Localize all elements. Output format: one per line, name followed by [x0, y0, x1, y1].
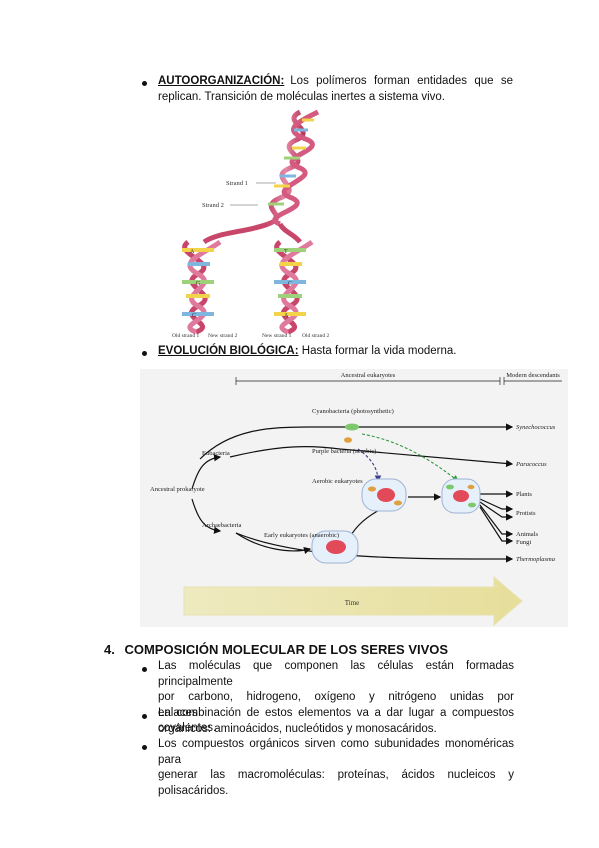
- base-letter: C: [192, 313, 196, 319]
- aerobic-eukaryote-cell: [361, 478, 407, 512]
- autoorganizacion-text-1: Los polímeros forman entidades que se: [290, 75, 513, 87]
- bullet-line: generar las macromoléculas: proteínas, á…: [158, 769, 514, 797]
- fungi-label: Fungi: [516, 539, 531, 546]
- cyanobacteria-cell: [345, 423, 359, 431]
- aerobic-eukaryotes-label: Aerobic eukaryotes: [312, 478, 363, 485]
- early-eukaryote-cell: [311, 530, 359, 564]
- new-strand2-label: New strand 2: [208, 333, 238, 339]
- cyanobacteria-label: Cyanobacteria (photosynthetic): [312, 408, 394, 415]
- bullet-dot: [142, 81, 147, 86]
- animals-label: Animals: [516, 531, 538, 538]
- base-letter: G: [196, 281, 201, 287]
- eubacteria-label: Eubacteria: [202, 450, 230, 457]
- archaebacteria-label: Archaebacteria: [202, 522, 241, 529]
- synechococcus-label: Synechococcus: [516, 424, 556, 431]
- base-letter: A: [284, 313, 289, 319]
- right-daughter-helix: T C A: [274, 239, 314, 335]
- plant-cell: [441, 478, 481, 514]
- autoorganizacion-text-2: replican. Transición de moléculas inerte…: [158, 90, 445, 103]
- bullet-line: orgánicos: aminoácidos, nucleótidos y mo…: [158, 722, 437, 735]
- section4-bullet-1: Las moléculas que componen las células e…: [158, 659, 514, 737]
- base-letter: T: [284, 249, 288, 255]
- bullet-dot: [142, 745, 147, 750]
- section4-bullet-3: Los compuestos orgánicos sirven como sub…: [158, 737, 514, 799]
- protists-label: Protists: [516, 510, 536, 517]
- bullet-line: Las moléculas que componen las células e…: [158, 660, 514, 688]
- bullet-line: por carbono, hidrogeno, oxígeno y nitróg…: [158, 691, 514, 719]
- parent-helix: [267, 109, 320, 227]
- ancestral-prokaryote-label: Ancestral prokaryote: [150, 486, 205, 493]
- modern-descendants-header: Modern descendants: [506, 372, 560, 379]
- ancestral-eukaryotes-header: Ancestral eukaryotes: [341, 372, 396, 379]
- bullet-dot: [142, 351, 147, 356]
- new-strand1-label: New strand 1: [262, 333, 292, 339]
- time-label: Time: [345, 599, 360, 607]
- section-number: 4.: [104, 642, 115, 657]
- early-eukaryotes-label: Early eukaryotes (anaerobic): [264, 532, 339, 539]
- bullet-line: covalentes.: [158, 722, 217, 734]
- base-letter: C: [288, 281, 292, 287]
- paracoccus-label: Paracoccus: [515, 461, 547, 468]
- evolution-figure: Ancestral eukaryotes Modern descendants: [140, 369, 568, 627]
- purple-bacteria-label: Purple bacteria (aerobic): [312, 448, 376, 455]
- autoorganizacion-paragraph: AUTOORGANIZACIÓN: Los polímeros forman e…: [158, 74, 513, 105]
- purple-bacteria-cell: [344, 437, 352, 443]
- evolucion-label: EVOLUCIÓN BIOLÓGICA:: [158, 345, 299, 357]
- autoorganizacion-label: AUTOORGANIZACIÓN:: [158, 75, 285, 87]
- strand1-label: Strand 1: [226, 180, 248, 187]
- bullet-line: Los compuestos orgánicos sirven como sub…: [158, 738, 514, 766]
- old-strand2-label: Old strand 2: [302, 333, 329, 339]
- thermoplasma-label: Thermoplasma: [516, 556, 555, 563]
- plants-label: Plants: [516, 491, 532, 498]
- bullet-dot: [142, 714, 147, 719]
- bullet-dot: [142, 667, 147, 672]
- strand2-label: Strand 2: [202, 202, 224, 209]
- dna-replication-figure: Strand 1 Strand 2 A G C T C A: [172, 109, 329, 339]
- bullet-line: La combinación de estos elementos va a d…: [158, 707, 514, 719]
- section4-bullet-2: La combinación de estos elementos va a d…: [158, 706, 514, 737]
- section-heading: 4. COMPOSICIÓN MOLECULAR DE LOS SERES VI…: [104, 642, 448, 657]
- old-strand1-label: Old strand 1: [172, 333, 199, 339]
- evolucion-text: Hasta formar la vida moderna.: [301, 345, 457, 357]
- time-arrow: Time: [183, 575, 523, 627]
- evolucion-paragraph: EVOLUCIÓN BIOLÓGICA: Hasta formar la vid…: [158, 344, 518, 360]
- section-title: COMPOSICIÓN MOLECULAR DE LOS SERES VIVOS: [124, 642, 449, 657]
- base-letter: A: [190, 249, 195, 255]
- left-daughter-helix: A G C: [182, 239, 222, 335]
